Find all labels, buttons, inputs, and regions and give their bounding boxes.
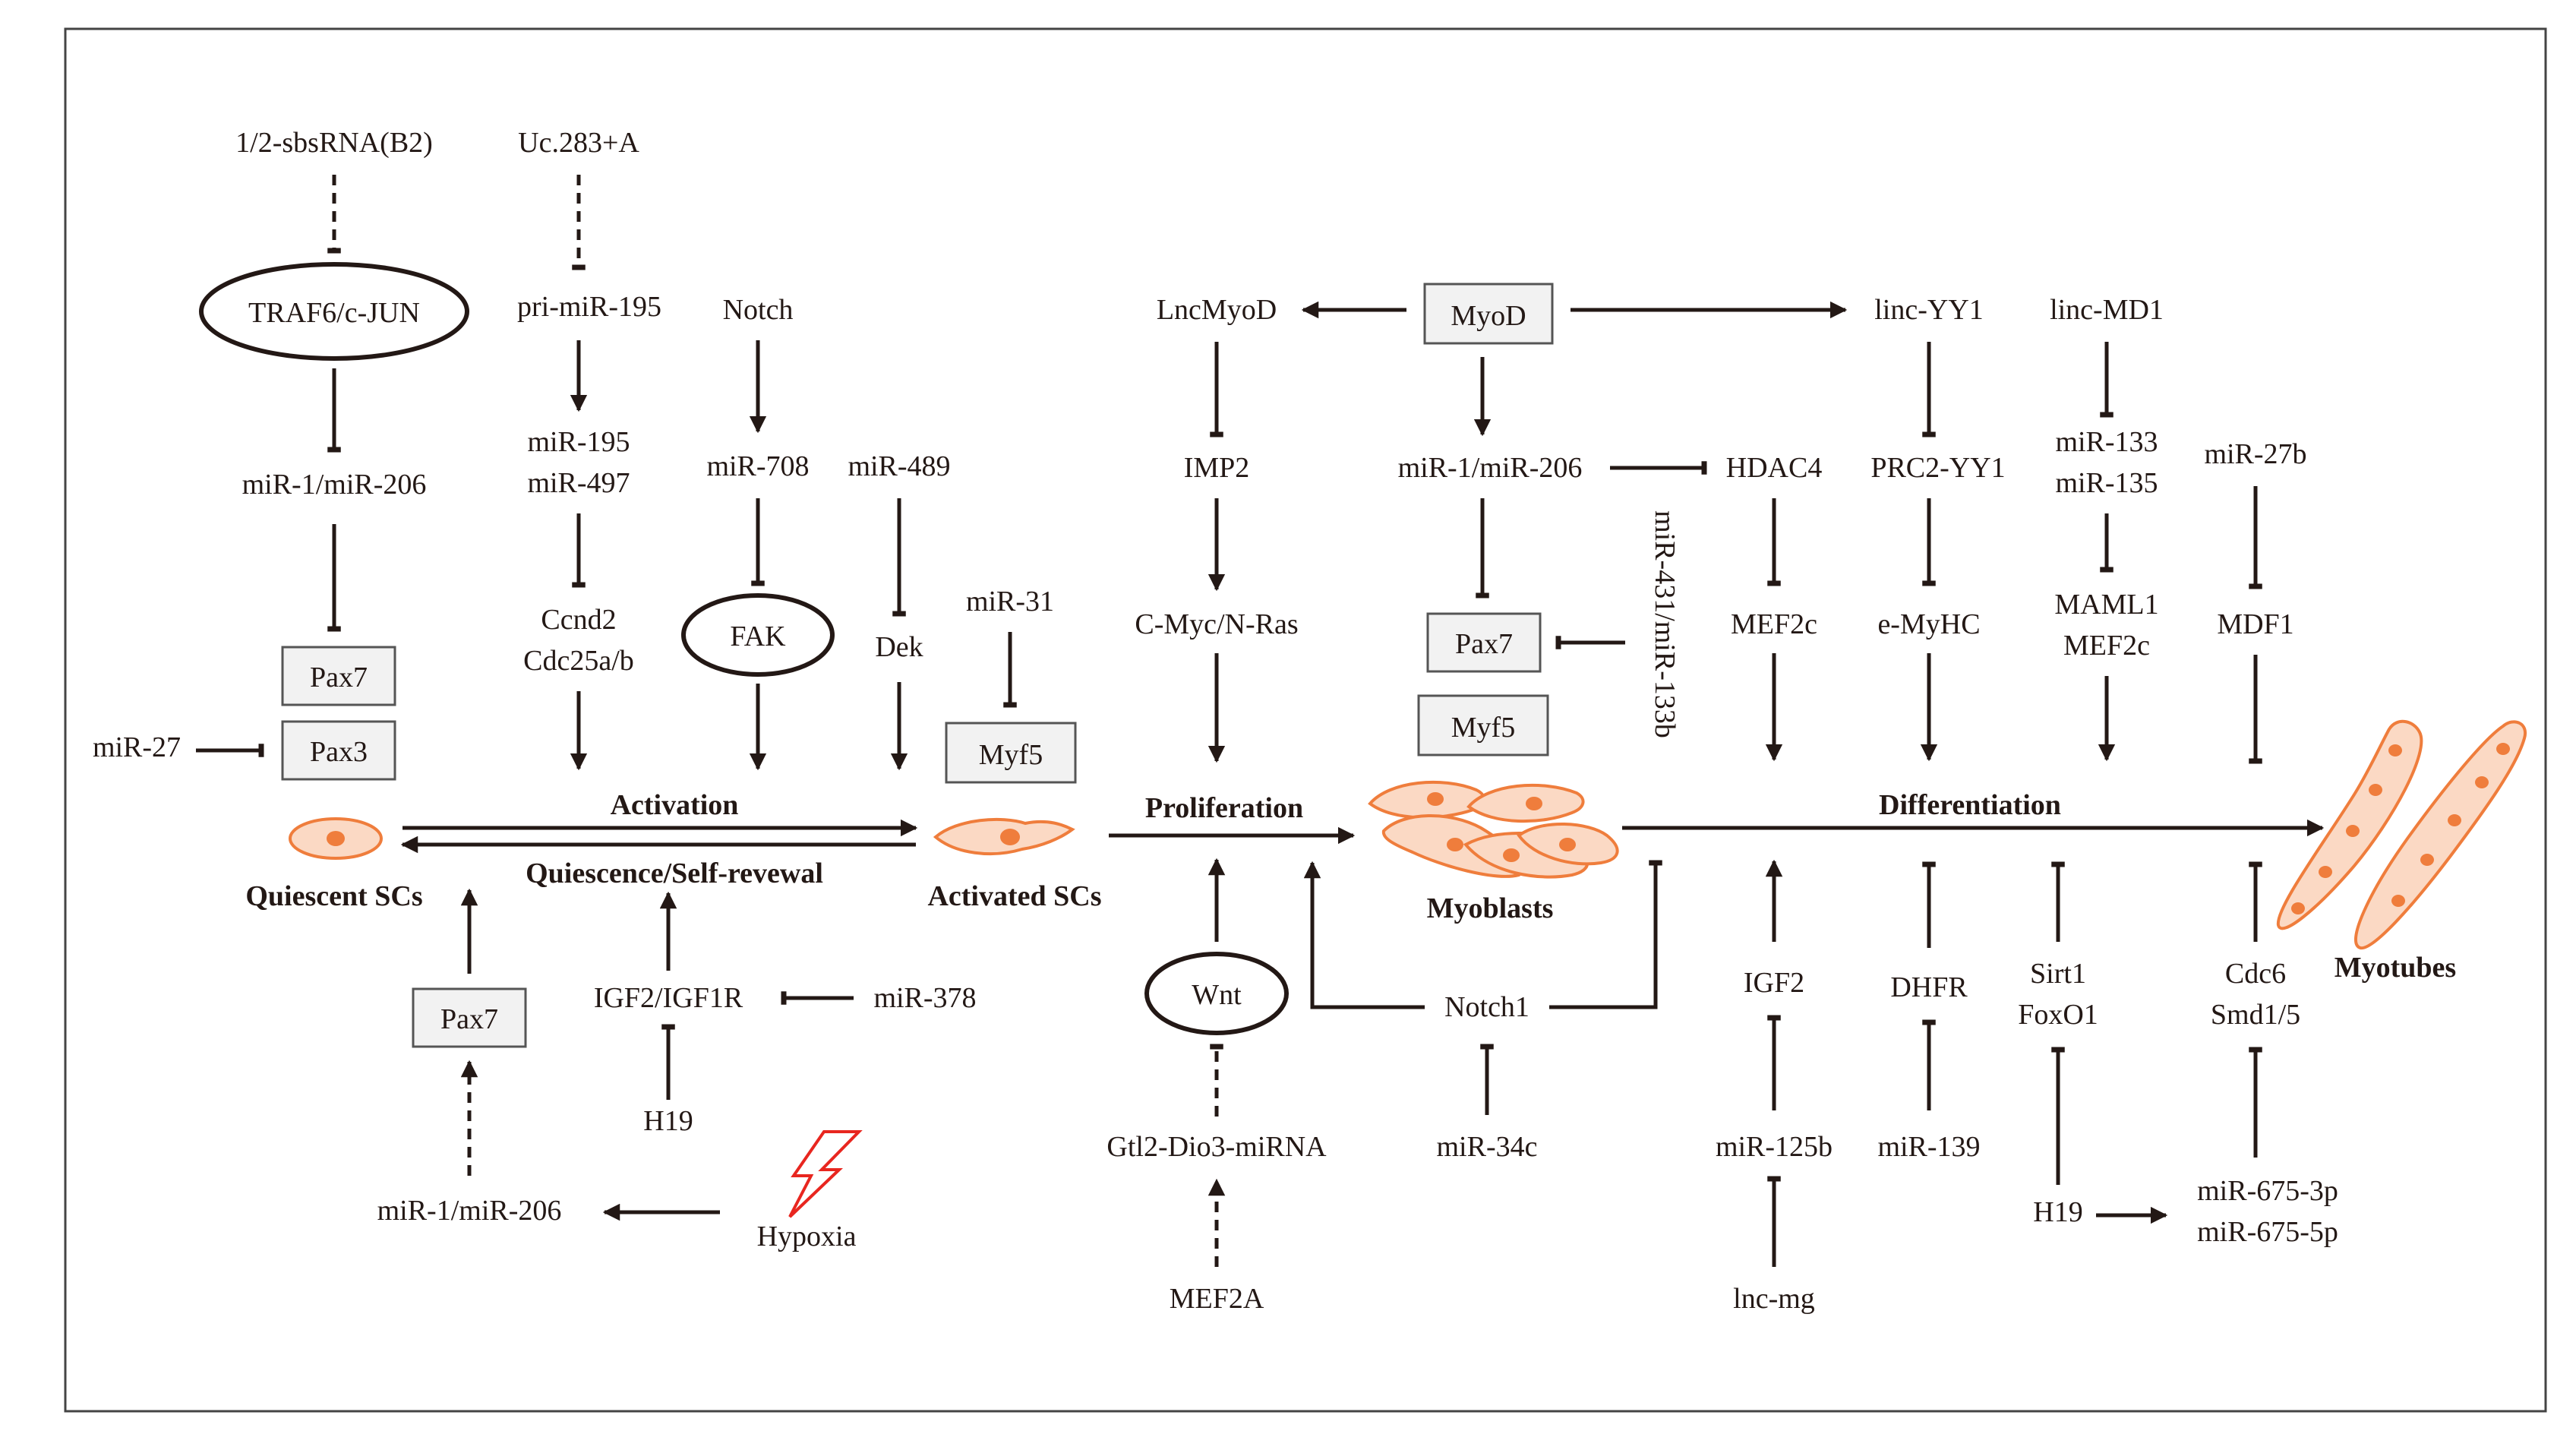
label-myoblasts: Myoblasts bbox=[1427, 892, 1554, 924]
stage-proliferation: Proliferation bbox=[1145, 792, 1303, 824]
node-mir489: miR-489 bbox=[848, 450, 950, 482]
label-activated-scs: Activated SCs bbox=[927, 880, 1101, 912]
diagram-frame bbox=[64, 27, 2547, 1413]
node-traf6: TRAF6/c-JUN bbox=[248, 297, 420, 329]
node-myf5-b: Myf5 bbox=[1451, 712, 1515, 744]
node-mir195: miR-195 bbox=[527, 426, 630, 458]
node-wnt: Wnt bbox=[1192, 979, 1242, 1011]
node-lncmyod: LncMyoD bbox=[1157, 294, 1277, 326]
node-mef2c-b: MEF2c bbox=[2063, 630, 2150, 662]
node-lincmd1: linc-MD1 bbox=[2050, 294, 2164, 326]
myoblasts-cells bbox=[1368, 780, 1619, 879]
node-lincyy1: linc-YY1 bbox=[1874, 294, 1984, 326]
box-pax7-a bbox=[281, 646, 396, 706]
quiescent-sc-nucleus bbox=[327, 831, 345, 846]
node-mir497: miR-497 bbox=[527, 467, 630, 499]
node-h19-a: H19 bbox=[643, 1105, 693, 1137]
node-myod: MyoD bbox=[1451, 300, 1526, 332]
box-pax3 bbox=[281, 720, 396, 781]
inhibit-notch1-differentiation bbox=[1549, 860, 1662, 1009]
label-myotubes: Myotubes bbox=[2334, 952, 2456, 984]
node-mir27: miR-27 bbox=[93, 731, 181, 763]
node-uc283: Uc.283+A bbox=[518, 127, 639, 159]
label-quiescent-scs: Quiescent SCs bbox=[245, 880, 422, 912]
node-cmyc: C-Myc/N-Ras bbox=[1135, 608, 1298, 640]
box-pax7-b bbox=[412, 987, 527, 1048]
node-pax7-b: Pax7 bbox=[440, 1003, 498, 1035]
node-mir431: miR-431/miR-133b bbox=[1649, 510, 1681, 738]
node-hdac4: HDAC4 bbox=[1726, 452, 1823, 484]
node-mir27b: miR-27b bbox=[2204, 438, 2306, 470]
node-mir139: miR-139 bbox=[1877, 1131, 1980, 1163]
box-pax7-c bbox=[1426, 612, 1542, 673]
node-notch: Notch bbox=[723, 294, 794, 326]
oval-traf6 bbox=[199, 262, 469, 361]
node-smd15: Smd1/5 bbox=[2211, 999, 2300, 1031]
node-mir1-206-a: miR-1/miR-206 bbox=[242, 469, 427, 501]
node-igf2: IGF2 bbox=[1744, 967, 1804, 999]
node-h19-b: H19 bbox=[2033, 1196, 2082, 1228]
node-prc2yy1: PRC2-YY1 bbox=[1870, 452, 2005, 484]
node-dek: Dek bbox=[875, 631, 923, 663]
node-fak: FAK bbox=[730, 621, 786, 652]
node-ccnd2: Ccnd2 bbox=[541, 604, 616, 636]
node-mir34c: miR-34c bbox=[1437, 1131, 1538, 1163]
myotubes-cells bbox=[2276, 720, 2527, 950]
stage-quiescence: Quiescence/Self-revewal bbox=[526, 858, 823, 889]
stage-differentiation: Differentiation bbox=[1879, 789, 2061, 821]
node-cdc6: Cdc6 bbox=[2225, 958, 2286, 990]
node-mir708: miR-708 bbox=[706, 450, 809, 482]
node-mir31: miR-31 bbox=[966, 586, 1054, 618]
box-myf5-b bbox=[1417, 694, 1549, 756]
activated-sc-nucleus bbox=[1000, 829, 1020, 845]
node-gtl2: Gtl2-Dio3-miRNA bbox=[1106, 1131, 1327, 1163]
node-mir675-3p: miR-675-3p bbox=[2197, 1175, 2338, 1207]
node-sirt1: Sirt1 bbox=[2030, 958, 2086, 990]
node-mef2c-a: MEF2c bbox=[1731, 608, 1817, 640]
box-myf5-a bbox=[945, 722, 1077, 784]
node-notch1: Notch1 bbox=[1444, 991, 1530, 1023]
node-mdf1: MDF1 bbox=[2217, 608, 2293, 640]
oval-fak bbox=[681, 593, 835, 677]
node-dhfr: DHFR bbox=[1890, 971, 1968, 1003]
node-mir125b: miR-125b bbox=[1716, 1131, 1833, 1163]
node-sbsrna: 1/2-sbsRNA(B2) bbox=[235, 127, 433, 159]
node-pax3: Pax3 bbox=[310, 736, 368, 768]
box-myod bbox=[1423, 283, 1554, 345]
oval-wnt bbox=[1144, 952, 1289, 1035]
node-emyhc: e-MyHC bbox=[1877, 608, 1980, 640]
node-mir133: miR-133 bbox=[2055, 426, 2158, 458]
node-pax7-c: Pax7 bbox=[1455, 628, 1513, 660]
node-foxo1: FoxO1 bbox=[2018, 999, 2098, 1031]
node-maml1: MAML1 bbox=[2054, 589, 2158, 621]
node-lncmg: lnc-mg bbox=[1733, 1283, 1815, 1315]
node-hypoxia: Hypoxia bbox=[757, 1221, 857, 1252]
node-mir378: miR-378 bbox=[873, 982, 976, 1014]
node-primir195: pri-miR-195 bbox=[517, 291, 661, 323]
node-myf5-a: Myf5 bbox=[979, 739, 1043, 771]
node-mir1-206-c: miR-1/miR-206 bbox=[1398, 452, 1583, 484]
hypoxia-bolt-icon bbox=[788, 1130, 863, 1218]
node-mir675-5p: miR-675-5p bbox=[2197, 1216, 2338, 1248]
node-mir1-206-b: miR-1/miR-206 bbox=[377, 1195, 562, 1227]
node-igf2-igf1r: IGF2/IGF1R bbox=[594, 982, 743, 1014]
node-cdc25: Cdc25a/b bbox=[523, 645, 634, 677]
stage-activation: Activation bbox=[611, 789, 739, 821]
node-mir135: miR-135 bbox=[2055, 467, 2158, 499]
arrow-notch1-proliferation bbox=[1303, 861, 1425, 1009]
node-pax7-a: Pax7 bbox=[310, 662, 368, 693]
node-mef2a: MEF2A bbox=[1170, 1283, 1264, 1315]
node-imp2: IMP2 bbox=[1184, 452, 1250, 484]
